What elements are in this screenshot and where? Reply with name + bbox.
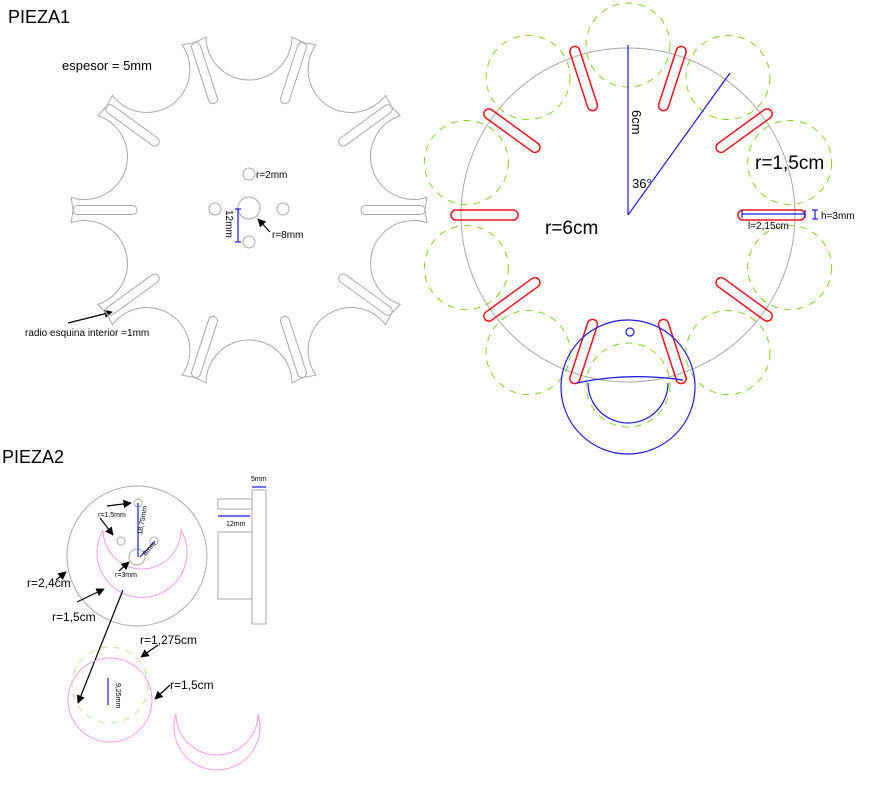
pieza2-overlay-crescent xyxy=(587,382,669,424)
dist-18-label: 18,75mm xyxy=(137,505,149,535)
small-hole-top xyxy=(242,167,256,181)
arrow xyxy=(55,571,67,581)
dist-8-label: 8mm xyxy=(142,541,157,558)
r-hole-center-label: r=3mm xyxy=(115,572,137,579)
r-outer-label: r=2,4cm xyxy=(27,576,71,590)
side-view-top-block xyxy=(217,498,253,510)
pieza2-overlay-chord xyxy=(576,376,684,384)
arrow xyxy=(118,561,130,572)
slot-height-label: h=3mm xyxy=(821,211,855,222)
pieza2-overlay-circle xyxy=(560,319,696,455)
pieza1-title: PIEZA1 xyxy=(8,7,70,27)
pieza1-slot xyxy=(191,41,218,105)
notch-guide-circle xyxy=(685,310,771,396)
pieza2-crescent-piece xyxy=(173,713,261,771)
pieza1-flat-view: PIEZA1 espesor = 5mm r=2mm 12mm r=8mm ra… xyxy=(8,7,428,384)
r-crescent-label: r=1,5cm xyxy=(52,610,96,624)
pieza2-overlay-hole xyxy=(625,327,635,337)
dimension-12mm xyxy=(235,208,241,243)
arrow xyxy=(154,684,171,700)
dimension-8mm xyxy=(139,540,156,558)
r-inner-cut-label: r=1,275cm xyxy=(140,633,197,647)
pieza2: PIEZA2 5mm 12mm r=1,5mm 18,75mm 8mm r=3m… xyxy=(2,447,267,771)
arrow xyxy=(106,499,132,509)
arrow-r8 xyxy=(257,218,271,233)
red-slot xyxy=(657,318,687,385)
notch-guide-circle xyxy=(423,225,509,311)
red-slot xyxy=(569,45,599,112)
notch-guide-circle xyxy=(423,119,509,205)
notch-guide-circle xyxy=(747,119,833,205)
radio-esquina-label: radio esquina interior =1mm xyxy=(25,328,149,339)
pieza1-construction-view: 6cm 36° r=6cm r=1,5cm h=3mm l=2,15cm xyxy=(423,2,855,455)
arrow xyxy=(76,588,105,603)
side-view-bottom-block xyxy=(217,531,253,600)
slot-length-label: l=2,15cm xyxy=(748,221,789,232)
pieza2-outer-circle xyxy=(66,485,208,627)
r-circle-label: r=1,5cm xyxy=(170,678,214,692)
small-hole-bottom xyxy=(242,235,256,249)
r-center-hole-label: r=8mm xyxy=(272,230,303,241)
pieza2-title: PIEZA2 xyxy=(2,447,64,467)
pieza1-slot xyxy=(360,205,426,215)
r-hole-small-label: r=1,5mm xyxy=(98,512,126,519)
inner-cut-circle xyxy=(71,646,149,724)
pieza2-r1-5-circle xyxy=(67,657,153,743)
small-hole-right xyxy=(276,202,290,216)
red-slot xyxy=(450,209,519,221)
r-small-hole-label: r=2mm xyxy=(256,170,287,181)
pieza1-slot xyxy=(338,273,393,316)
arrow xyxy=(99,517,114,536)
arrow xyxy=(76,589,124,704)
r-main-label: r=6cm xyxy=(545,218,598,239)
height-6cm-label: 6cm xyxy=(629,110,644,135)
center-hole xyxy=(237,196,261,220)
thickness-label: 5mm xyxy=(251,476,267,483)
red-slot xyxy=(657,45,687,112)
red-slot xyxy=(715,108,773,154)
hole-r1-5mm xyxy=(116,536,126,546)
angle-label: 36° xyxy=(632,176,652,191)
notch-guide-circle xyxy=(485,34,571,120)
dimension-slot-height xyxy=(812,209,818,220)
dim-12mm-label: 12mm xyxy=(223,210,234,238)
width-label: 12mm xyxy=(226,521,246,528)
pieza1-slot xyxy=(280,41,307,105)
pieza1-slot xyxy=(72,205,138,215)
dimension-slot-length xyxy=(741,210,806,218)
red-slot xyxy=(483,108,541,154)
notch-guide-circle xyxy=(747,225,833,311)
hole-r3mm xyxy=(128,548,146,566)
pieza1-slot xyxy=(191,315,218,379)
dist-9-label: 9,25mm xyxy=(114,683,121,708)
pieza1-slot xyxy=(105,273,160,316)
pieza1-slot xyxy=(105,104,160,147)
pieza1-slot xyxy=(338,104,393,147)
pieza1-slot xyxy=(280,315,307,379)
side-view-plate xyxy=(251,489,267,625)
notch-guide-circle xyxy=(585,342,671,428)
arrow xyxy=(140,644,159,658)
red-slot xyxy=(715,276,773,322)
hole-side xyxy=(149,536,159,546)
notch-guide-circle xyxy=(685,34,771,120)
arrow-radio-esquina xyxy=(67,309,113,324)
small-hole-left xyxy=(208,202,222,216)
notch-guide-circle xyxy=(485,310,571,396)
pieza1-outline xyxy=(70,36,428,384)
r-notch-label: r=1,5cm xyxy=(755,153,824,174)
espesor-label: espesor = 5mm xyxy=(62,58,152,73)
dimension-radius xyxy=(627,72,731,216)
red-slot xyxy=(483,276,541,322)
red-slot xyxy=(569,318,599,385)
